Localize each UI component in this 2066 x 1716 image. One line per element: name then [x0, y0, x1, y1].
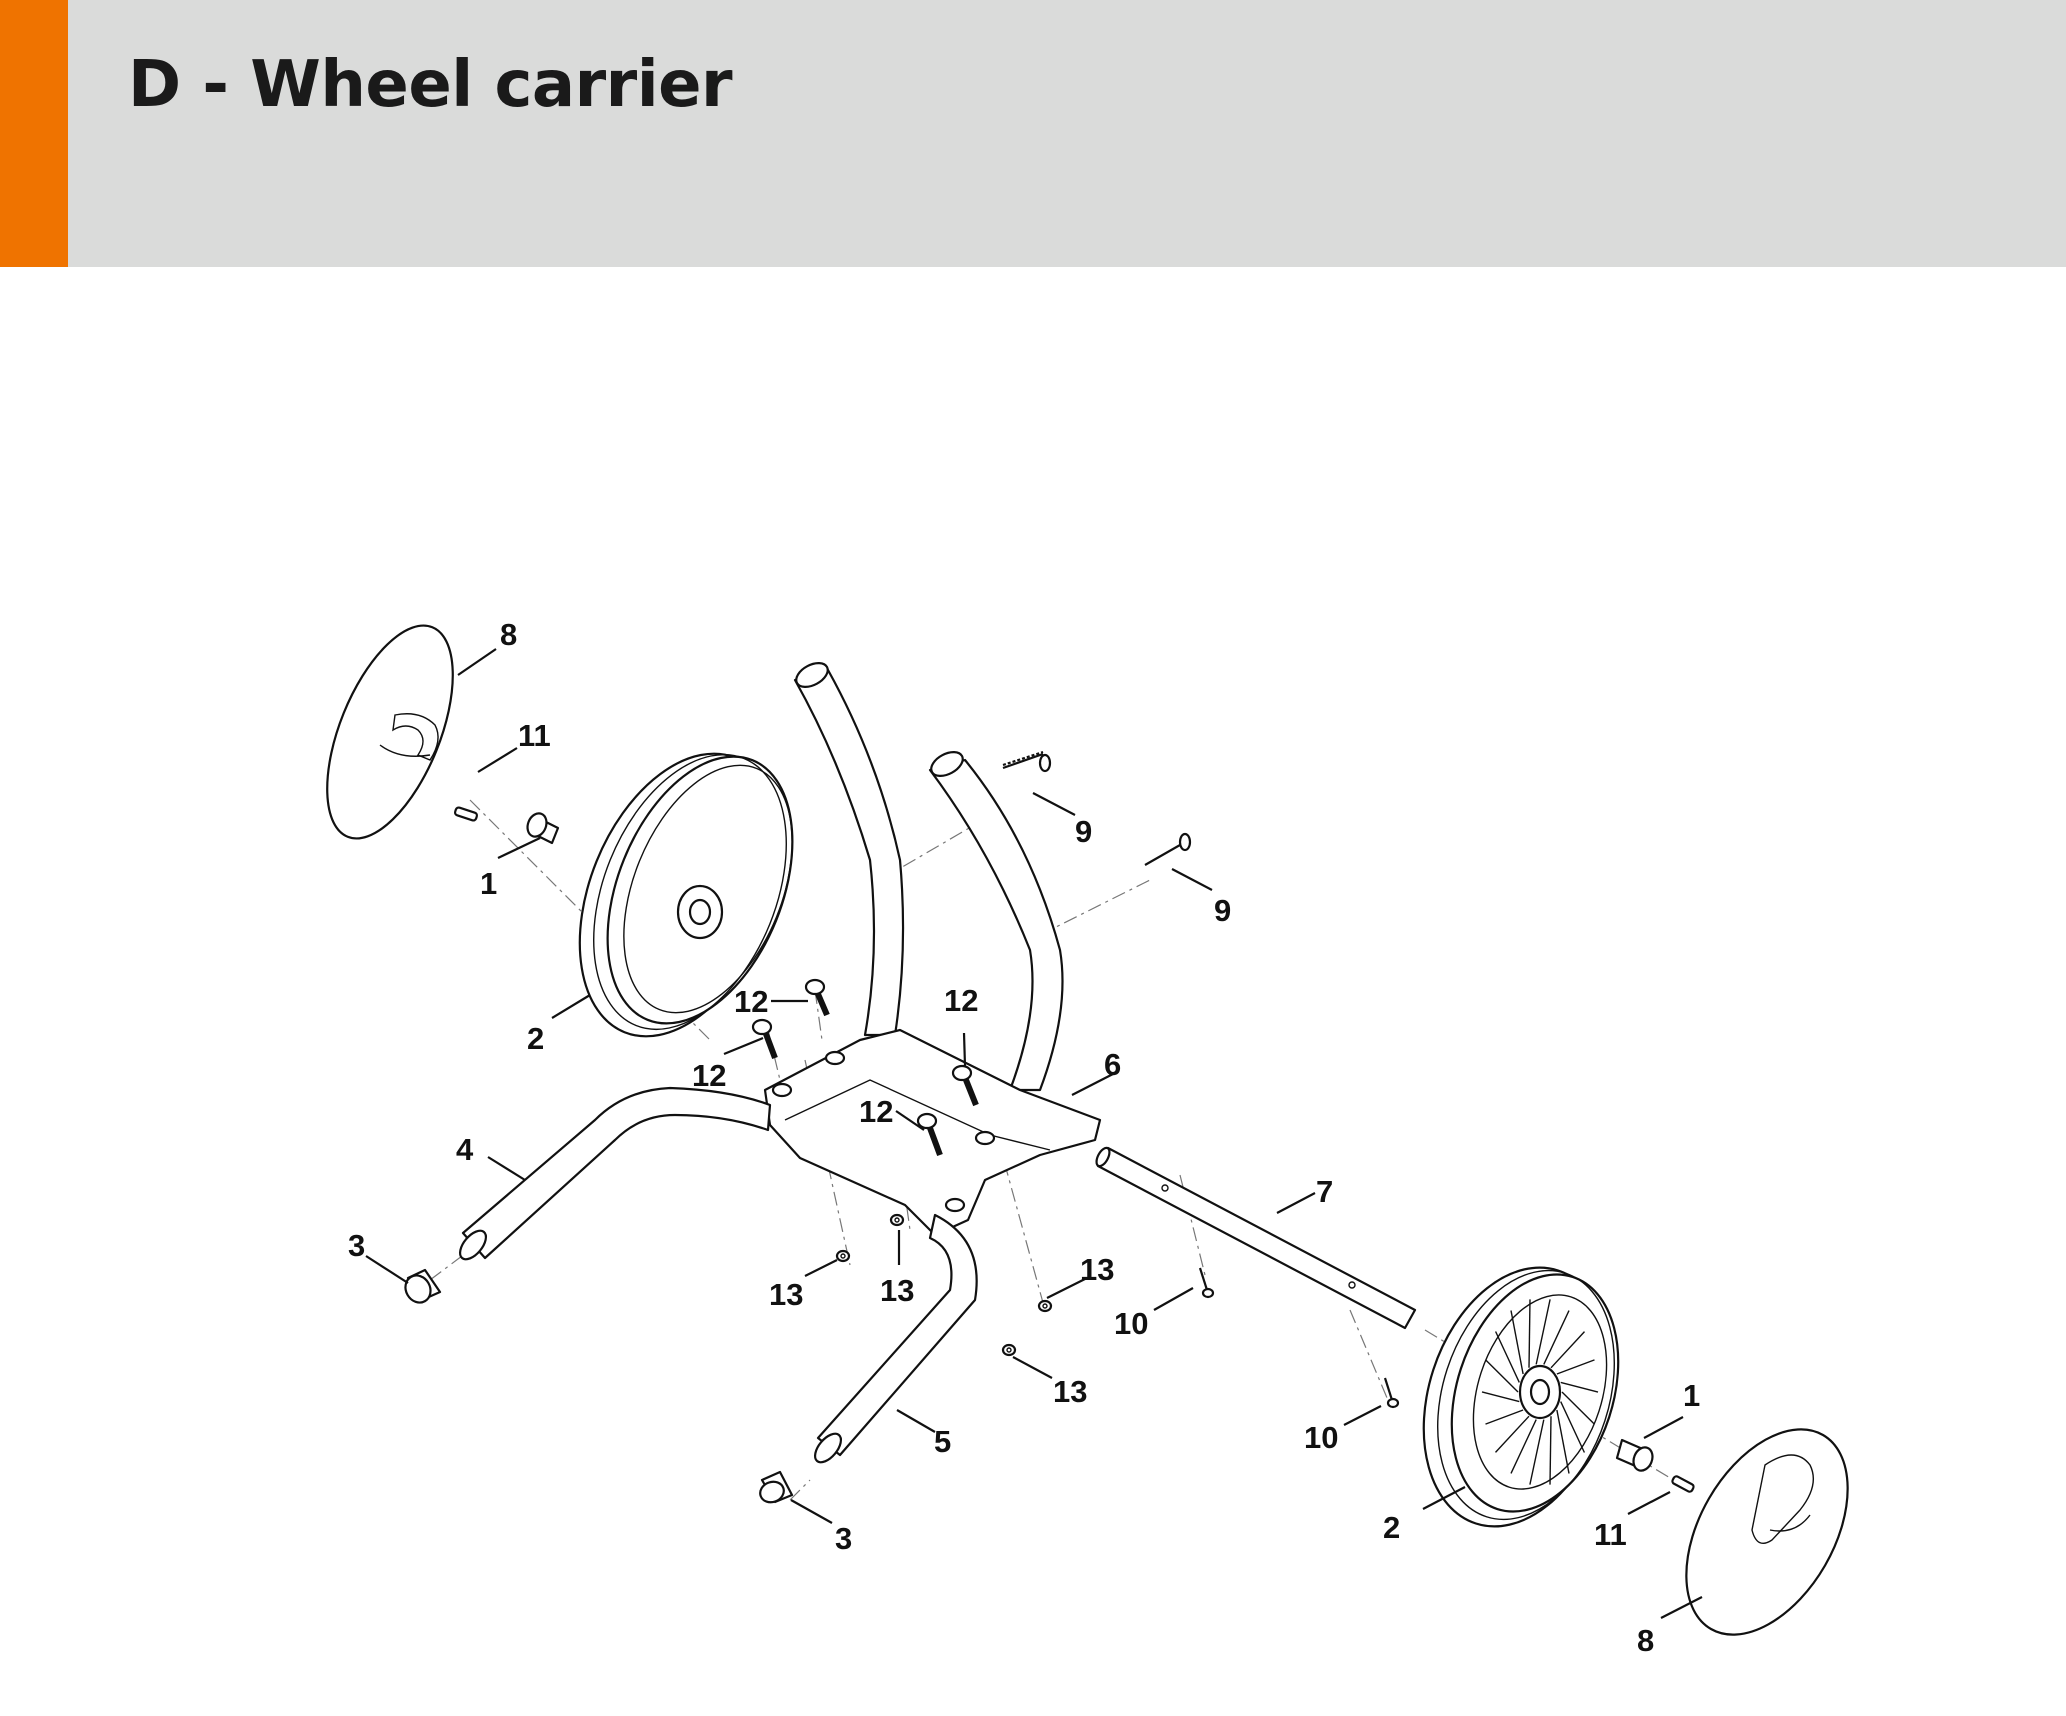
callout-3-right: 3 [835, 1521, 852, 1556]
callout-12-d: 12 [859, 1094, 893, 1129]
hub-cap-part-8-left [326, 624, 454, 840]
wheel-spoke [1494, 1331, 1520, 1383]
bushing-part-1-right [1615, 1438, 1654, 1472]
callout-9-upper: 9 [1075, 814, 1092, 849]
callout-8-right: 8 [1637, 1623, 1654, 1658]
bushing-part-1-left [526, 812, 560, 845]
callout-labels: 8 11 1 2 9 9 12 12 12 12 6 4 3 13 13 13 … [348, 617, 1700, 1658]
wheel-spoke [1528, 1299, 1531, 1368]
callout-13-b: 13 [880, 1273, 914, 1308]
screws-part-10 [1198, 1267, 1400, 1409]
callout-leader-lines [365, 648, 1703, 1619]
nut-13-b [889, 1213, 905, 1227]
callout-3-left: 3 [348, 1228, 365, 1263]
callout-13-d: 13 [1053, 1374, 1087, 1409]
wheel-spoke [1560, 1381, 1599, 1393]
header-bar: D - Wheel carrier [0, 0, 2066, 267]
wheel-spoke [1494, 1415, 1530, 1453]
callout-5: 5 [934, 1424, 951, 1459]
page-title: D - Wheel carrier [128, 48, 733, 122]
callout-1-right: 1 [1683, 1378, 1700, 1413]
callout-13-c: 13 [1080, 1252, 1114, 1287]
bolt-12-d [916, 1112, 943, 1157]
callout-2-left: 2 [527, 1021, 544, 1056]
wheel-spoke [1560, 1401, 1586, 1453]
callout-11-right: 11 [1594, 1517, 1627, 1552]
screw-part-9-upper [1002, 750, 1052, 773]
callout-4: 4 [456, 1132, 474, 1167]
wheel-spoke [1485, 1409, 1524, 1425]
callout-12-c: 12 [944, 983, 978, 1018]
callout-13-a: 13 [769, 1277, 803, 1312]
callout-6: 6 [1104, 1047, 1121, 1082]
leg-tube-part-4 [458, 1086, 772, 1261]
callout-11-left: 11 [518, 718, 551, 753]
bolt-12-a [804, 978, 830, 1017]
wheel-spoke [1510, 1419, 1537, 1474]
screw-10-a [1198, 1267, 1215, 1299]
bolt-12-b [751, 1018, 778, 1060]
wheel-spoke [1485, 1359, 1519, 1393]
leg-tube-part-5 [813, 1213, 978, 1464]
wheel-spoke [1481, 1391, 1520, 1403]
wheel-spoke [1556, 1359, 1595, 1375]
bolts-part-12 [751, 978, 979, 1157]
wheel-spoke [1549, 1416, 1552, 1485]
wheel-part-2-left [578, 752, 794, 1038]
pin-part-11-right [1671, 1475, 1695, 1493]
callout-10-a: 10 [1114, 1306, 1148, 1341]
wheel-spokes [1481, 1299, 1599, 1485]
end-cap-part-3-right [759, 1470, 794, 1504]
screw-10-b [1383, 1377, 1400, 1409]
callout-8-left: 8 [500, 617, 517, 652]
wheel-spoke [1561, 1391, 1595, 1425]
bolt-12-c [951, 1064, 979, 1107]
nuts-part-13 [835, 1213, 1053, 1357]
end-cap-part-3-left [404, 1268, 442, 1304]
handle-tubes [793, 661, 1064, 1092]
wheel-part-2-right [1422, 1266, 1620, 1528]
wheel-spoke [1556, 1409, 1570, 1474]
callout-1-left: 1 [480, 866, 497, 901]
wheel-spoke [1529, 1419, 1545, 1485]
callout-2-right: 2 [1383, 1510, 1400, 1545]
wheel-spoke [1510, 1310, 1524, 1375]
screw-part-9-lower [1144, 832, 1192, 866]
hub-cap-part-8-right [1685, 1428, 1849, 1636]
callout-9-lower: 9 [1214, 893, 1231, 928]
nut-13-c [1037, 1299, 1053, 1313]
callout-12-a: 12 [734, 984, 768, 1019]
axle-part-7 [1095, 1146, 1417, 1330]
wheel-spoke [1543, 1310, 1570, 1365]
wheel-spoke [1550, 1331, 1586, 1369]
nut-13-d [1001, 1343, 1017, 1357]
callout-7: 7 [1316, 1174, 1333, 1209]
nut-13-a [835, 1249, 851, 1263]
wheel-spoke [1535, 1299, 1551, 1365]
header-accent-stripe [0, 0, 68, 267]
callout-10-b: 10 [1304, 1420, 1338, 1455]
pin-part-11-left [453, 806, 479, 822]
callout-12-b: 12 [692, 1058, 726, 1093]
